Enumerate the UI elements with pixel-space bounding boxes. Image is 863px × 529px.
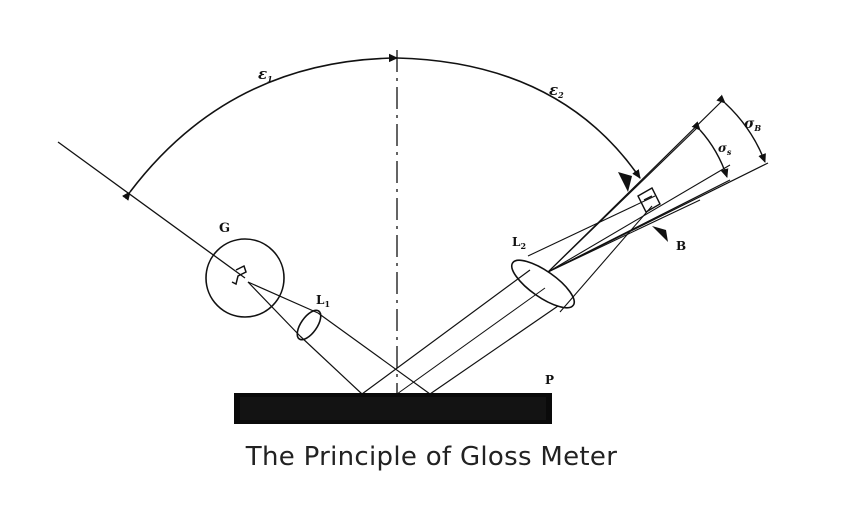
aperture-top-icon [618,172,632,192]
converge-ray-1 [527,195,656,257]
incident-axis [57,141,246,279]
reflected-axis [396,287,546,395]
epsilon2-arc [388,53,641,179]
lens2-label: L2 [512,235,526,251]
sigma-s-arc [691,121,729,178]
epsilon1-arc [121,54,398,201]
lens-l1 [296,309,322,341]
sigma-s-line-1 [547,126,699,273]
receiver-icon [637,187,661,213]
sample-label: P [545,373,554,387]
diagram-caption: The Principle of Gloss Meter [245,442,618,472]
reflected-beam-edge-right [429,305,559,395]
sigma-b-label: σB [744,116,761,133]
lens1-label: L1 [316,293,330,309]
reflected-beam-edge-left [361,269,531,395]
sigma-s-label: σs [718,141,732,157]
sigma-b-arc [716,94,766,163]
converge-ray-3 [547,164,731,273]
incident-beam-edge-lower [299,335,363,395]
sample-texture [240,397,546,420]
aperture-bottom-icon [652,226,668,242]
sigma-s-line-2 [547,179,731,273]
incident-ray-lower [247,281,301,337]
lamp-housing [205,238,285,318]
lamp-filament-icon [231,264,247,286]
lamp-label: G [219,221,230,236]
lens-l2 [510,259,576,309]
receiver-label: B [676,239,686,253]
epsilon1-label: ε1 [258,65,273,84]
converge-ray-2 [559,205,653,313]
incident-beam-edge-upper [317,312,431,395]
incident-ray-upper [247,281,319,314]
epsilon2-label: ε2 [549,81,564,100]
